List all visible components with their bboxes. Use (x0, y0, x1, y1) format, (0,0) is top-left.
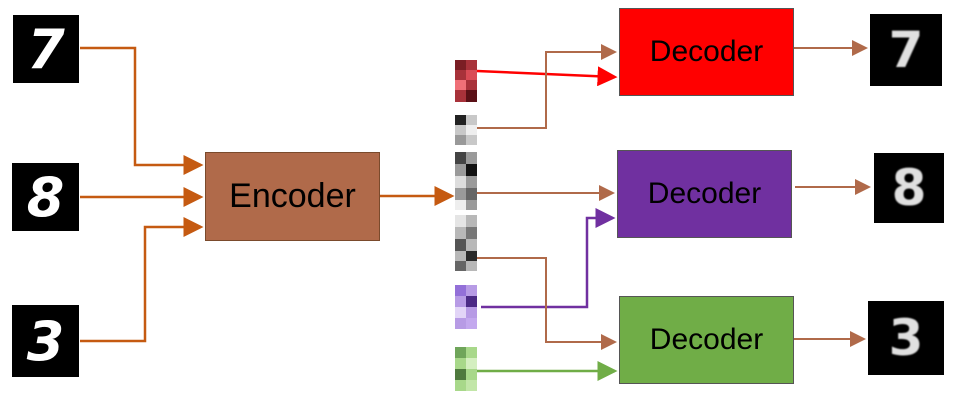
latent-strip-green (455, 347, 477, 391)
arrow-purple-latent-to-purple-decoder (481, 208, 616, 309)
input-digit-image-7: 7 (13, 15, 79, 83)
latent-strip-gray-3 (455, 215, 477, 271)
encoder-label: Encoder (229, 177, 356, 215)
input-digit-3: 3 (26, 309, 65, 373)
input-digit-7: 7 (27, 17, 65, 81)
decoder-box-green: Decoder (619, 296, 794, 384)
decoder-label-red: Decoder (649, 35, 764, 68)
output-digit-image-8: 8 (874, 153, 944, 223)
output-digit-3: 3 (888, 309, 924, 367)
arrow-gray-latent-to-green-decoder (477, 257, 617, 350)
input-digit-image-3: 3 (12, 305, 79, 377)
decoder-label-green: Decoder (649, 323, 764, 356)
latent-strip-purple (455, 285, 477, 329)
decoder-box-purple: Decoder (617, 150, 792, 238)
arrow-input-7-to-encoder (80, 46, 204, 175)
decoder-box-red: Decoder (619, 8, 794, 96)
output-digit-7: 7 (888, 21, 924, 79)
arrow-gray-latent-to-red-decoder (477, 44, 617, 129)
output-digit-image-7: 7 (870, 14, 942, 86)
latent-strip-gray-2 (455, 152, 477, 210)
output-digit-8: 8 (891, 159, 927, 217)
output-digit-image-3: 3 (868, 301, 944, 375)
input-digit-image-8: 8 (12, 163, 79, 231)
latent-strip-red (455, 60, 477, 102)
latent-strip-gray-1 (455, 115, 477, 145)
arrow-input-3-to-encoder (80, 217, 204, 343)
encoder-box: Encoder (205, 152, 380, 241)
decoder-label-purple: Decoder (647, 177, 762, 210)
input-digit-8: 8 (26, 165, 65, 229)
